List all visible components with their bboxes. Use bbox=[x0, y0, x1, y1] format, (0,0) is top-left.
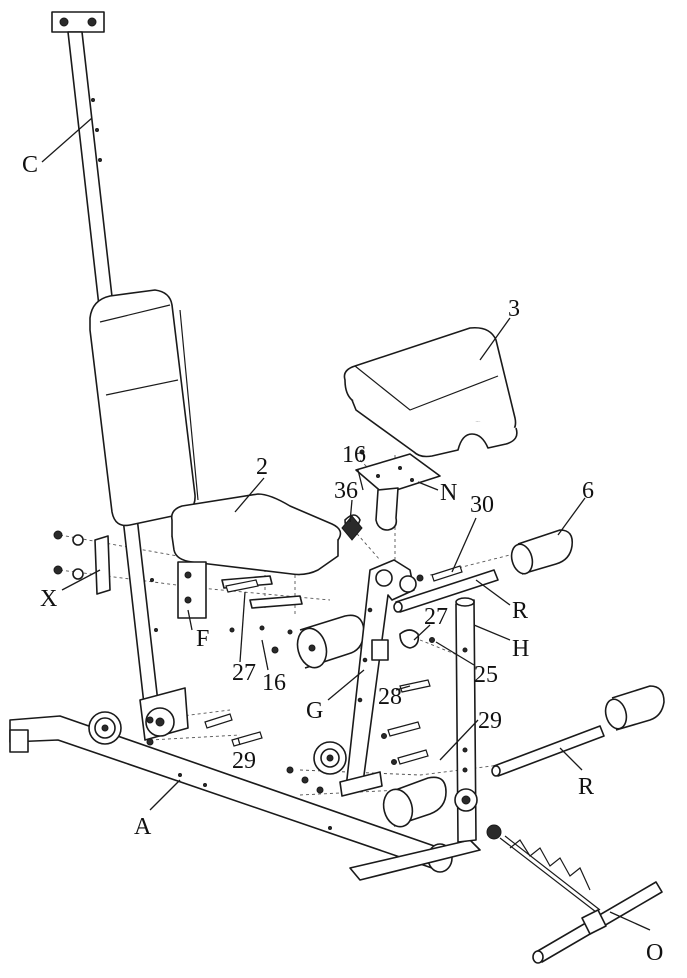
label-16-top: 16 bbox=[342, 442, 366, 468]
label-r-upper: R bbox=[512, 598, 528, 624]
label-36: 36 bbox=[334, 478, 358, 504]
label-6: 6 bbox=[582, 478, 594, 504]
left-bolts bbox=[146, 713, 263, 747]
label-x: X bbox=[40, 586, 57, 612]
right-bolts bbox=[381, 565, 463, 765]
label-n: N bbox=[440, 480, 457, 506]
upright-g bbox=[344, 514, 417, 791]
label-29-right: 29 bbox=[478, 708, 502, 734]
back-pad bbox=[89, 289, 199, 527]
leader-lines bbox=[41, 117, 651, 931]
label-a: A bbox=[134, 814, 152, 840]
label-c: C bbox=[22, 152, 38, 178]
label-3: 3 bbox=[508, 296, 520, 322]
label-r-lower: R bbox=[578, 774, 594, 800]
base-frame-a bbox=[9, 715, 481, 881]
label-25: 25 bbox=[474, 662, 498, 688]
label-27-left: 27 bbox=[232, 660, 256, 686]
lower-rod-r bbox=[491, 685, 665, 777]
cable-handle-o bbox=[486, 824, 663, 964]
preacher-pad bbox=[343, 326, 518, 458]
label-16-bottom: 16 bbox=[262, 670, 286, 696]
pad-bracket-n bbox=[355, 449, 441, 531]
label-o: O bbox=[646, 940, 663, 966]
label-27-right: 27 bbox=[424, 604, 448, 630]
label-f: F bbox=[196, 626, 209, 652]
label-g: G bbox=[306, 698, 323, 724]
upper-rod-r bbox=[393, 529, 574, 613]
label-30: 30 bbox=[470, 492, 494, 518]
part-labels: C 3 16 2 36 N 30 6 X R H 27 F 27 16 G 25… bbox=[22, 152, 663, 966]
bracket-x bbox=[53, 530, 111, 595]
label-2: 2 bbox=[256, 454, 268, 480]
label-h: H bbox=[512, 636, 529, 662]
label-29-left: 29 bbox=[232, 748, 256, 774]
rear-pulley bbox=[88, 687, 189, 745]
middle-pulley bbox=[286, 741, 383, 797]
upright-h bbox=[454, 597, 478, 843]
seat-pad bbox=[170, 493, 342, 576]
label-28: 28 bbox=[378, 684, 402, 710]
front-roller bbox=[271, 614, 365, 669]
seat-bracket-f bbox=[177, 561, 303, 635]
knob-36 bbox=[341, 515, 363, 541]
lower-roller bbox=[382, 776, 447, 828]
